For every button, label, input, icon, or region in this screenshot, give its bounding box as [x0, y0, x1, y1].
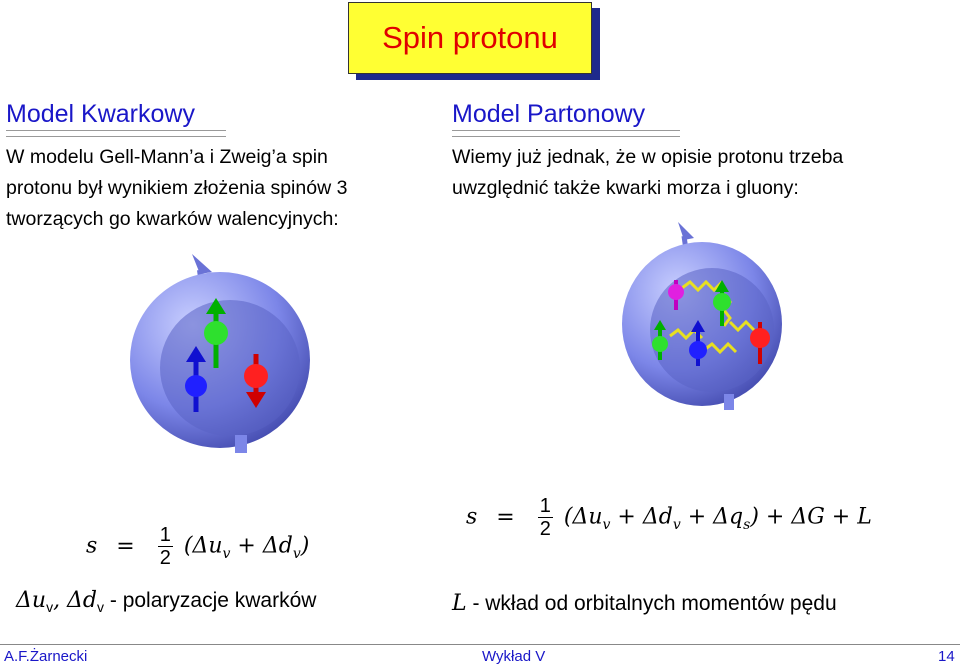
heading-rule-right — [452, 130, 680, 137]
footer-lecture: Wykład V — [482, 648, 546, 665]
right-line-1: Wiemy już jednak, że w opisie protonu tr… — [452, 146, 844, 168]
page-title: Spin protonu — [382, 20, 558, 55]
title-box: Spin protonu — [348, 2, 592, 74]
left-caption: Δuv, Δdv - polaryzacje kwarków — [16, 588, 317, 616]
left-line-3: tworzących go kwarków walencyjnych: — [6, 208, 339, 230]
left-paragraph: W modelu Gell-Mann’a i Zweig’a spin prot… — [6, 142, 436, 235]
footer-author: A.F.Żarnecki — [4, 648, 88, 665]
right-line-2: uwzględnić także kwarki morza i gluony: — [452, 177, 799, 199]
proton-sea-quarks-gluons-illustration — [622, 222, 782, 410]
heading-model-partonowy: Model Partonowy — [452, 100, 646, 128]
footer-page-number: 14 — [938, 648, 955, 665]
left-line-2: protonu był wynikiem złożenia spinów 3 — [6, 177, 348, 199]
right-paragraph: Wiemy już jednak, że w opisie protonu tr… — [452, 142, 952, 204]
heading-rule-left — [6, 130, 226, 137]
footer-rule — [0, 644, 960, 645]
heading-model-kwarkowy: Model Kwarkowy — [6, 100, 195, 128]
left-line-1: W modelu Gell-Mann’a i Zweig’a spin — [6, 146, 328, 168]
proton-valence-quarks-illustration — [130, 254, 310, 453]
right-caption: L - wkład od orbitalnych momentów pędu — [452, 591, 837, 616]
